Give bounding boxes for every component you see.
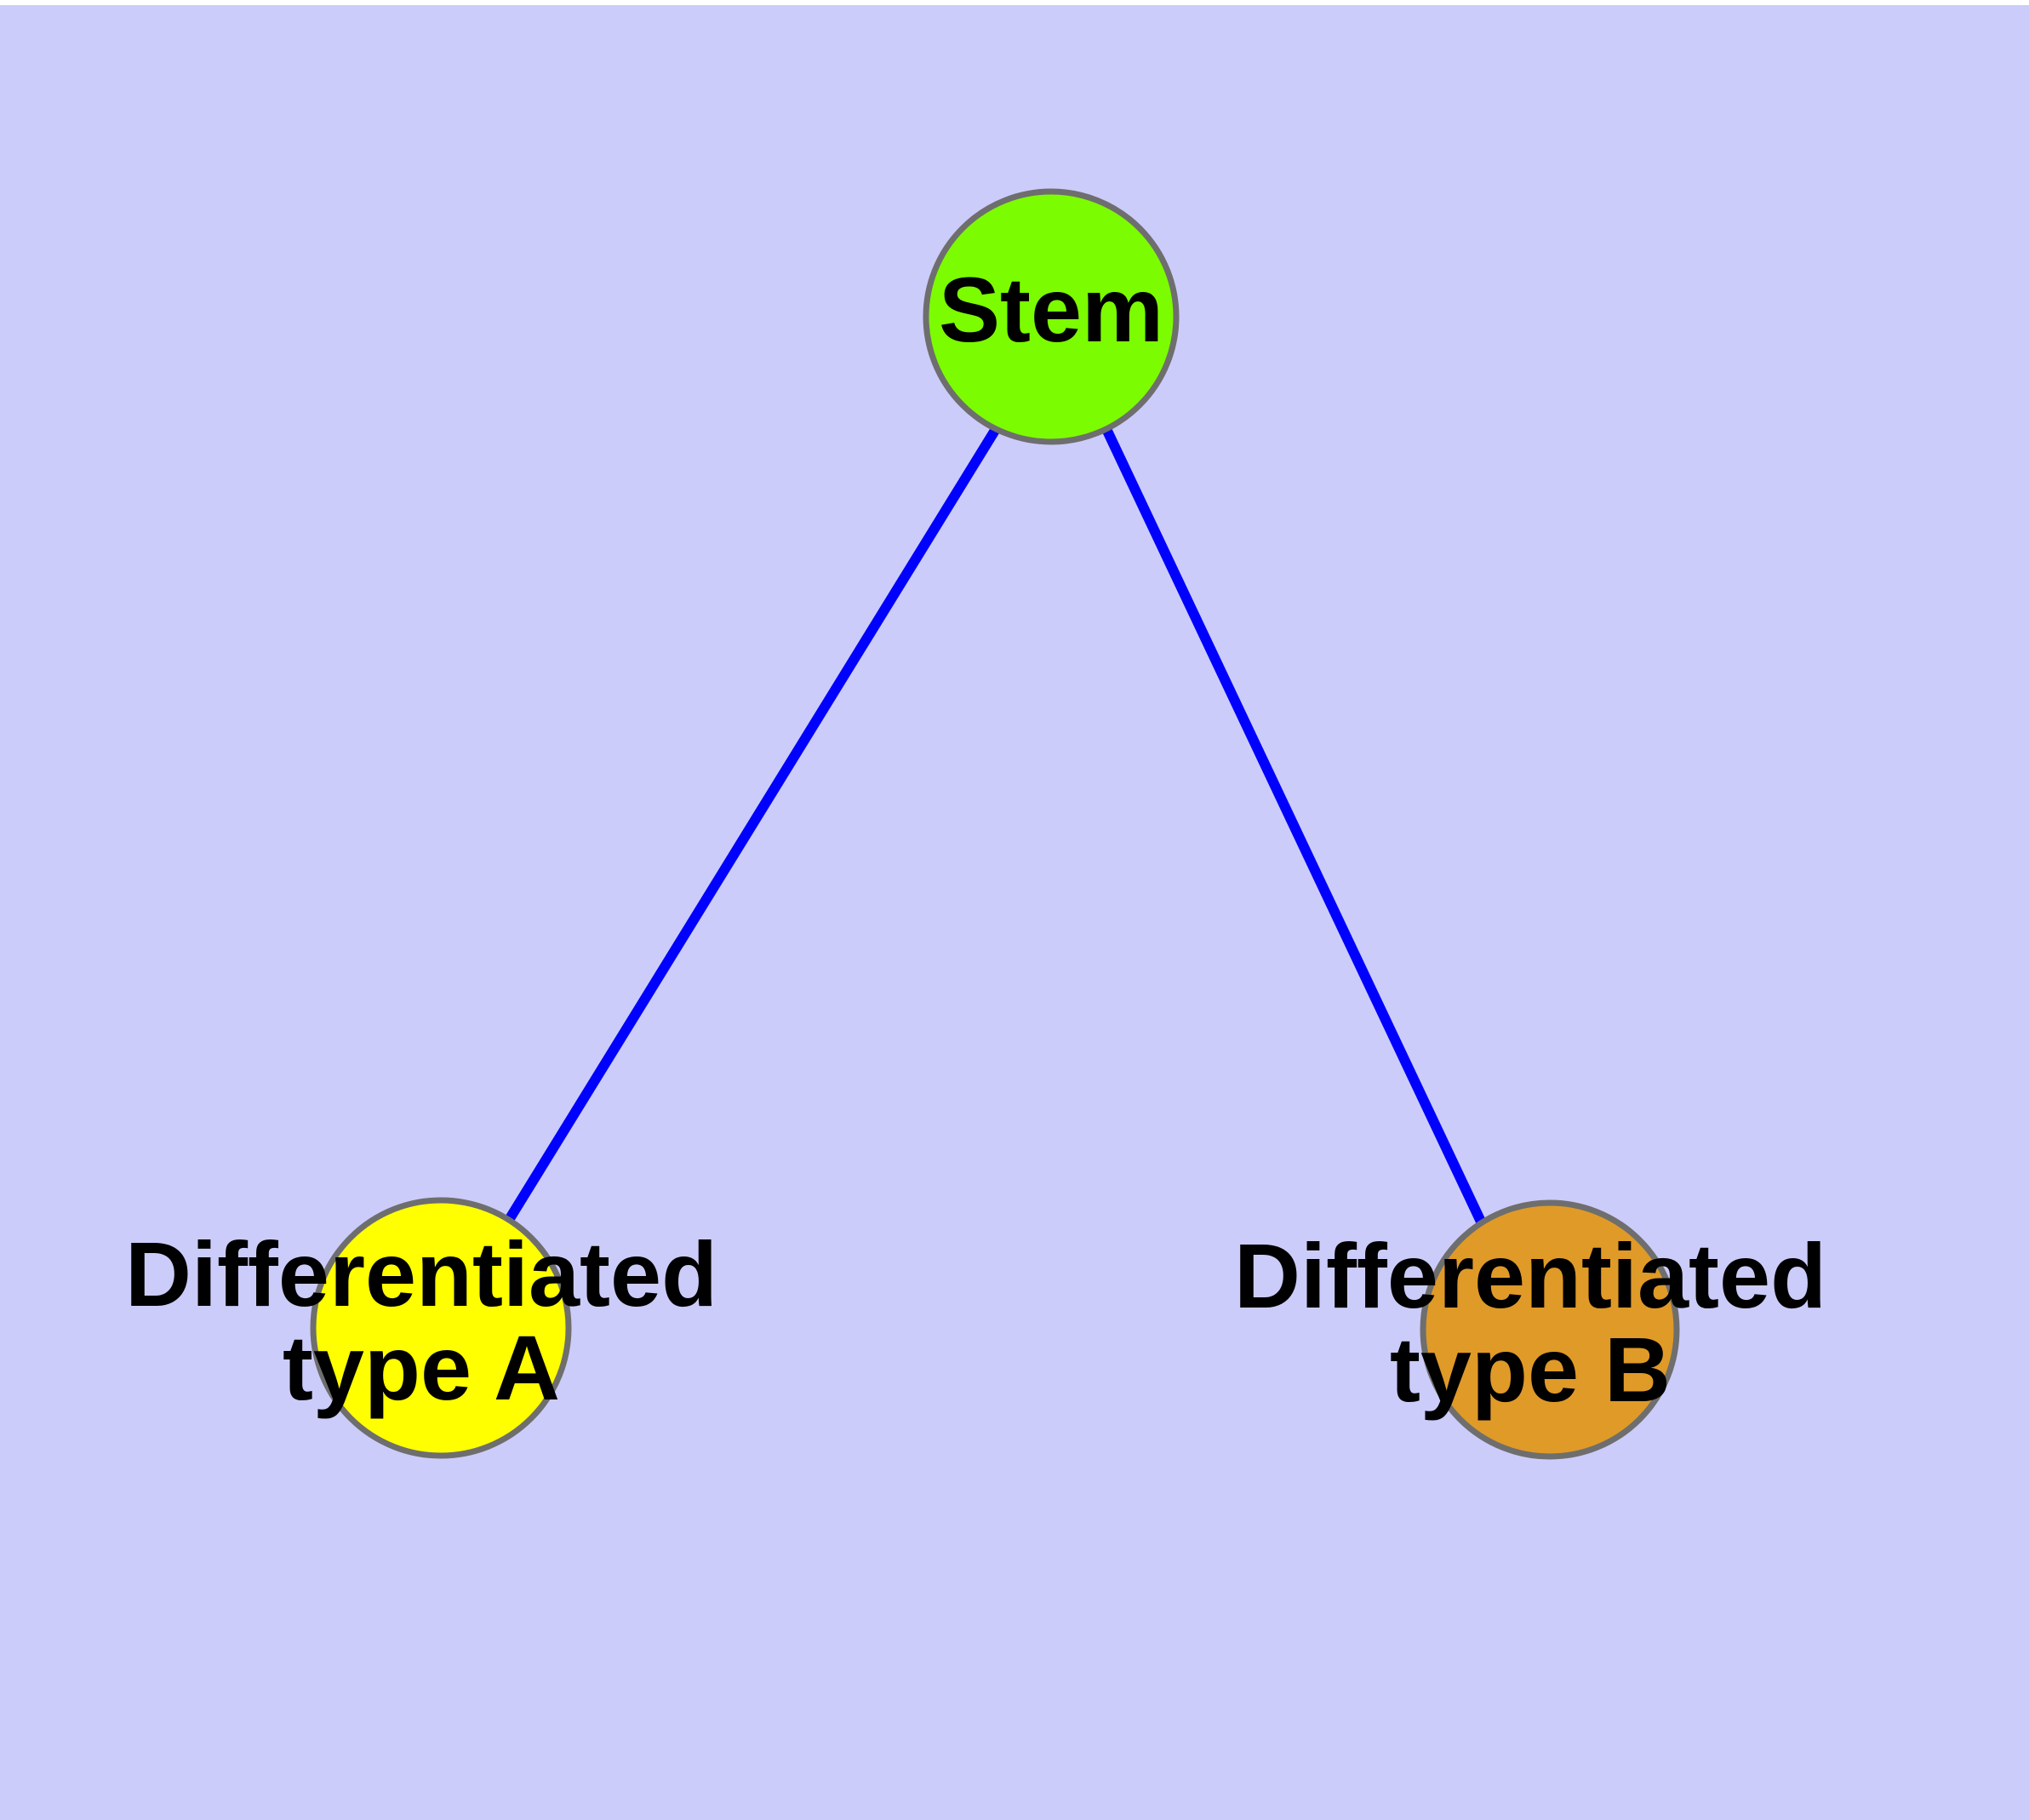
graph-node-label-line: type B xyxy=(1390,1318,1671,1421)
graph-node-label-line: Differentiated xyxy=(125,1222,717,1325)
graph-node-label-line: Differentiated xyxy=(1234,1223,1826,1326)
graph-node-label-stem: Stem xyxy=(939,258,1163,361)
graph-node-label-line: Stem xyxy=(939,258,1163,361)
graph-node-label-line: type A xyxy=(283,1316,560,1419)
